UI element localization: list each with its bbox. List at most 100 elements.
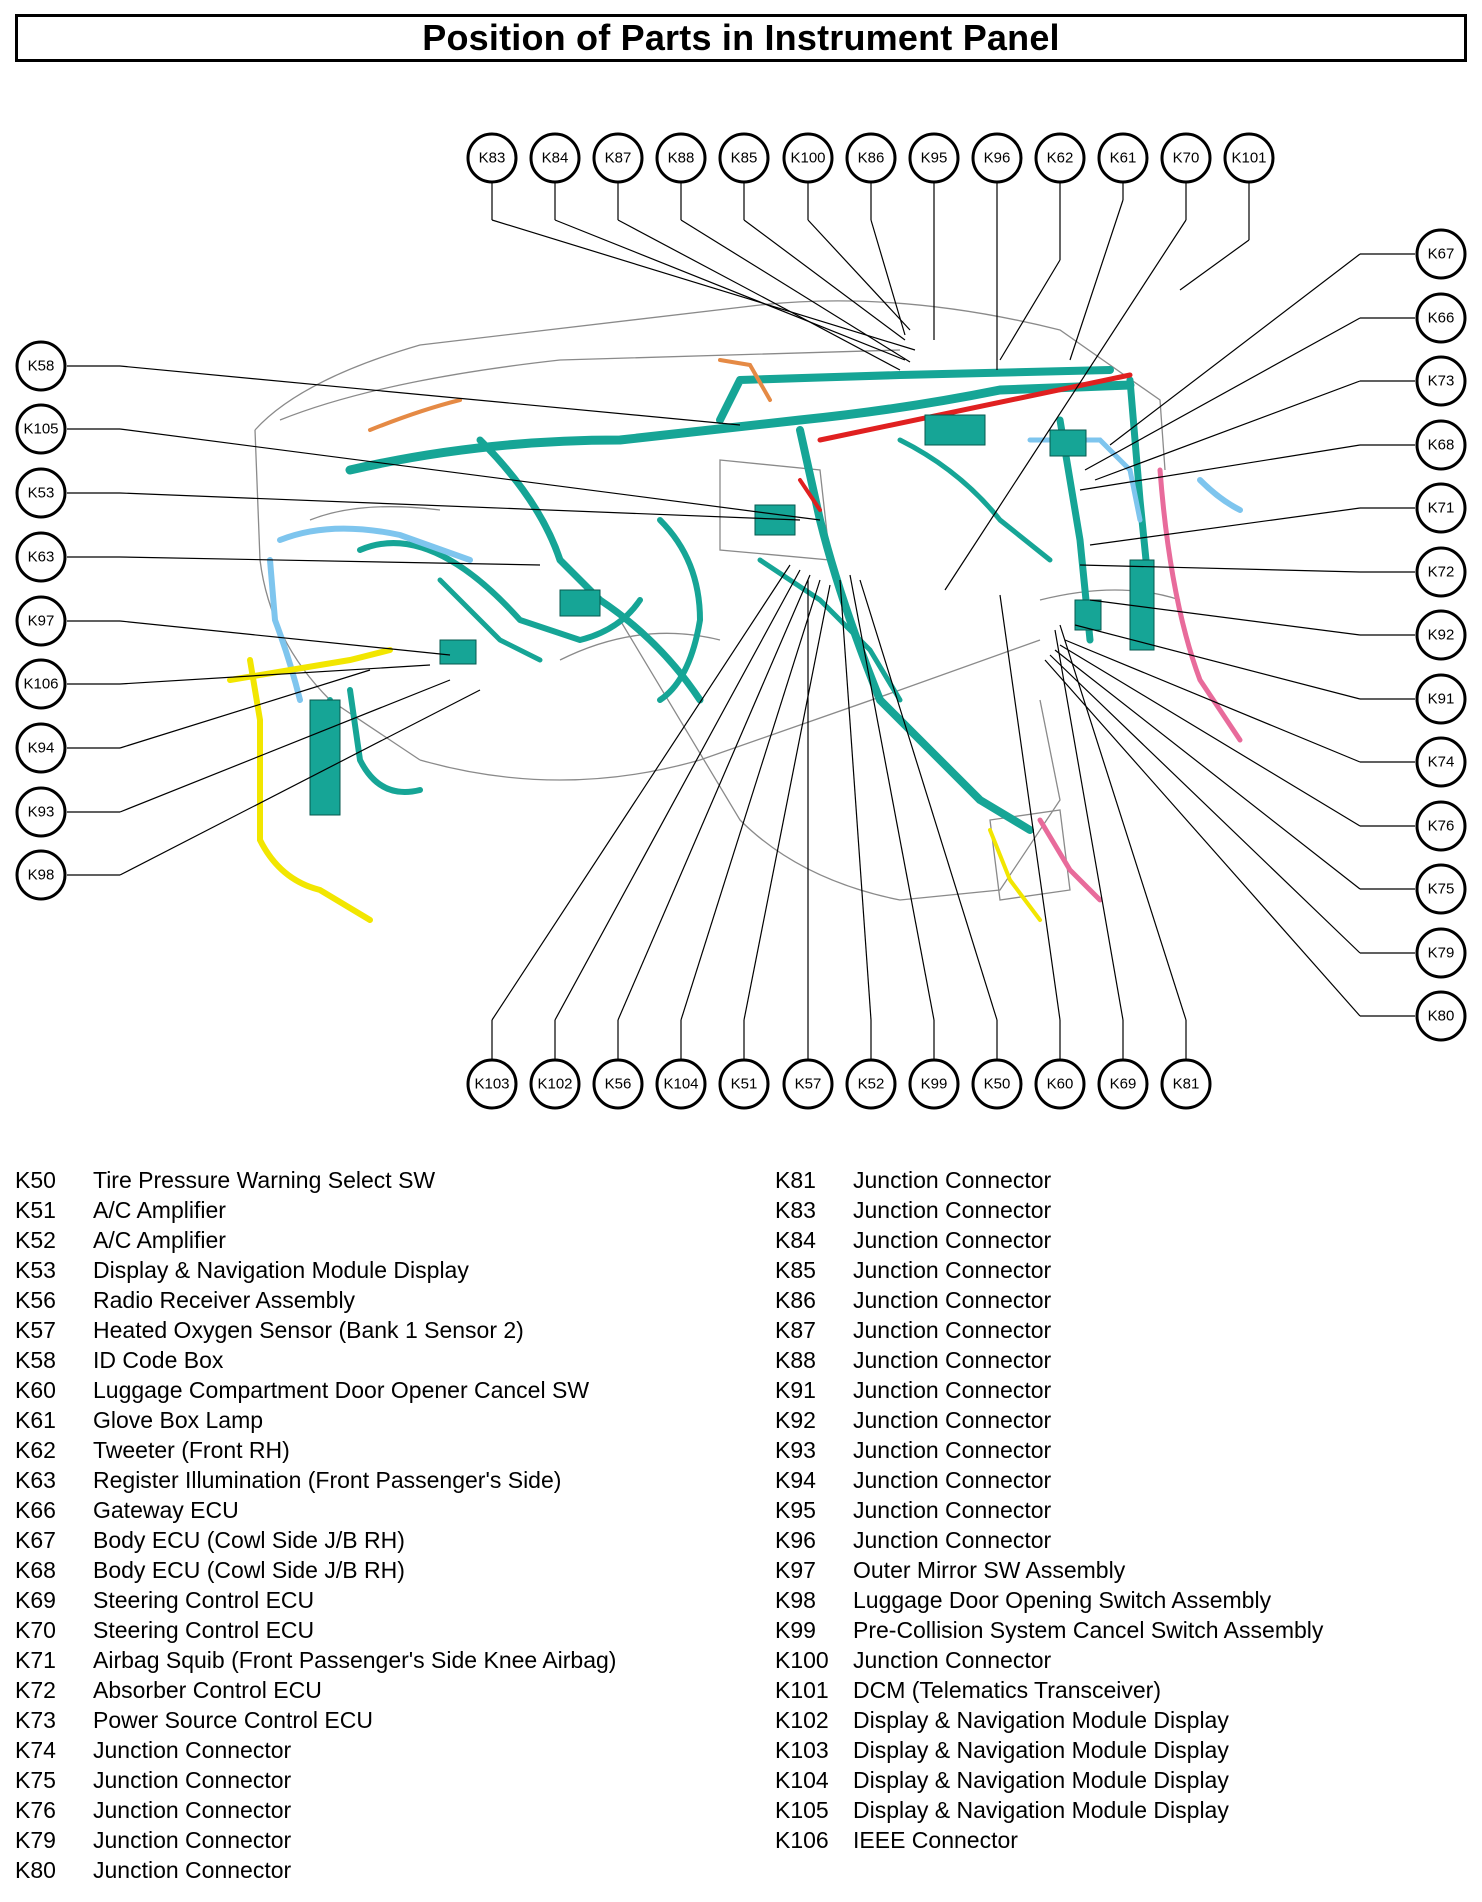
- callout-k101: K101: [1223, 132, 1275, 184]
- callout-k85: K85: [718, 132, 770, 184]
- callout-k73: K73: [1415, 355, 1467, 407]
- legend-name: Junction Connector: [93, 1827, 292, 1853]
- callout-k104: K104: [655, 1058, 707, 1110]
- callout-k62: K62: [1034, 132, 1086, 184]
- legend-name: Junction Connector: [853, 1647, 1052, 1673]
- callout-k57: K57: [782, 1058, 834, 1110]
- legend-name: IEEE Connector: [853, 1827, 1018, 1853]
- legend-name: Outer Mirror SW Assembly: [853, 1557, 1126, 1583]
- legend-code: K80: [15, 1857, 56, 1883]
- legend-name: Radio Receiver Assembly: [93, 1287, 356, 1313]
- callouts-left: K58 K105 K53 K63 K97 K106 K94 K93 K98: [15, 340, 67, 901]
- svg-text:K104: K104: [663, 1076, 698, 1093]
- svg-text:K97: K97: [28, 613, 55, 630]
- svg-text:K73: K73: [1428, 373, 1455, 390]
- callout-k71: K71: [1415, 482, 1467, 534]
- legend-code: K72: [15, 1677, 56, 1703]
- callout-k86: K86: [845, 132, 897, 184]
- legend-code: K106: [775, 1827, 829, 1853]
- legend-code: K63: [15, 1467, 56, 1493]
- legend-name: Luggage Compartment Door Opener Cancel S…: [93, 1377, 590, 1403]
- callout-k56: K56: [592, 1058, 644, 1110]
- callout-k58: K58: [15, 340, 67, 392]
- callouts-right: K67 K66 K73 K68 K71 K72 K92 K91 K74 K76 …: [1415, 228, 1467, 1042]
- legend-code: K96: [775, 1527, 816, 1553]
- callout-k75: K75: [1415, 863, 1467, 915]
- svg-text:K91: K91: [1428, 691, 1455, 708]
- legend-name: Junction Connector: [853, 1377, 1052, 1403]
- callout-k95: K95: [908, 132, 960, 184]
- legend-code: K61: [15, 1407, 56, 1433]
- svg-text:K106: K106: [23, 676, 58, 693]
- legend-name: Junction Connector: [853, 1167, 1052, 1193]
- callout-k83: K83: [466, 132, 518, 184]
- callout-k84: K84: [529, 132, 581, 184]
- legend-name: Junction Connector: [853, 1347, 1052, 1373]
- legend-name: Power Source Control ECU: [93, 1707, 373, 1733]
- legend-name: Airbag Squib (Front Passenger's Side Kne…: [93, 1647, 617, 1673]
- legend-code: K83: [775, 1197, 816, 1223]
- callout-k80: K80: [1415, 990, 1467, 1042]
- legend-code: K84: [775, 1227, 816, 1253]
- callout-k70: K70: [1160, 132, 1212, 184]
- page-title: Position of Parts in Instrument Panel: [422, 17, 1060, 58]
- callout-k105: K105: [15, 403, 67, 455]
- callout-k91: K91: [1415, 673, 1467, 725]
- panel-outline: [254, 300, 1181, 901]
- legend-name: Display & Navigation Module Display: [853, 1707, 1229, 1733]
- svg-text:K81: K81: [1173, 1076, 1200, 1093]
- legend-code: K69: [15, 1587, 56, 1613]
- callout-k63: K63: [15, 531, 67, 583]
- callout-k51: K51: [718, 1058, 770, 1110]
- svg-text:K52: K52: [858, 1076, 885, 1093]
- callout-k100: K100: [782, 132, 834, 184]
- callouts-top: K83 K84 K87 K88 K85 K100 K86 K95 K96 K62…: [466, 132, 1275, 184]
- callout-k81: K81: [1160, 1058, 1212, 1110]
- svg-text:K58: K58: [28, 358, 55, 375]
- callout-k61: K61: [1097, 132, 1149, 184]
- legend-code: K50: [15, 1167, 56, 1193]
- legend-code: K74: [15, 1737, 56, 1763]
- svg-text:K76: K76: [1428, 818, 1455, 835]
- svg-text:K83: K83: [479, 150, 506, 167]
- svg-text:K101: K101: [1231, 150, 1266, 167]
- legend-name: Steering Control ECU: [93, 1617, 315, 1643]
- legend-code: K76: [15, 1797, 56, 1823]
- callout-k106: K106: [15, 658, 67, 710]
- legend-code: K94: [775, 1467, 816, 1493]
- callout-k69: K69: [1097, 1058, 1149, 1110]
- legend-code: K62: [15, 1437, 56, 1463]
- svg-text:K68: K68: [1428, 437, 1455, 454]
- legend-name: Junction Connector: [853, 1257, 1052, 1283]
- svg-text:K75: K75: [1428, 881, 1455, 898]
- svg-text:K74: K74: [1428, 754, 1455, 771]
- legend-code: K51: [15, 1197, 56, 1223]
- callout-k60: K60: [1034, 1058, 1086, 1110]
- callout-k88: K88: [655, 132, 707, 184]
- callout-k98: K98: [15, 849, 67, 901]
- callout-k67: K67: [1415, 228, 1467, 280]
- svg-text:K51: K51: [731, 1076, 758, 1093]
- legend-code: K97: [775, 1557, 816, 1583]
- legend-code: K103: [775, 1737, 829, 1763]
- svg-text:K98: K98: [28, 867, 55, 884]
- legend-code: K92: [775, 1407, 816, 1433]
- svg-text:K95: K95: [921, 150, 948, 167]
- legend-code: K75: [15, 1767, 56, 1793]
- svg-text:K50: K50: [984, 1076, 1011, 1093]
- svg-text:K69: K69: [1110, 1076, 1137, 1093]
- legend-name: Junction Connector: [93, 1767, 292, 1793]
- svg-text:K88: K88: [668, 150, 695, 167]
- svg-text:K105: K105: [23, 421, 58, 438]
- legend-code: K101: [775, 1677, 829, 1703]
- legend-code: K57: [15, 1317, 56, 1343]
- callout-k96: K96: [971, 132, 1023, 184]
- callout-k50: K50: [971, 1058, 1023, 1110]
- legend-name: DCM (Telematics Transceiver): [853, 1677, 1161, 1703]
- wire-harness: [227, 358, 1243, 923]
- svg-text:K57: K57: [795, 1076, 822, 1093]
- legend-name: Register Illumination (Front Passenger's…: [93, 1467, 562, 1493]
- legend-name: Junction Connector: [853, 1437, 1052, 1463]
- svg-text:K94: K94: [28, 740, 55, 757]
